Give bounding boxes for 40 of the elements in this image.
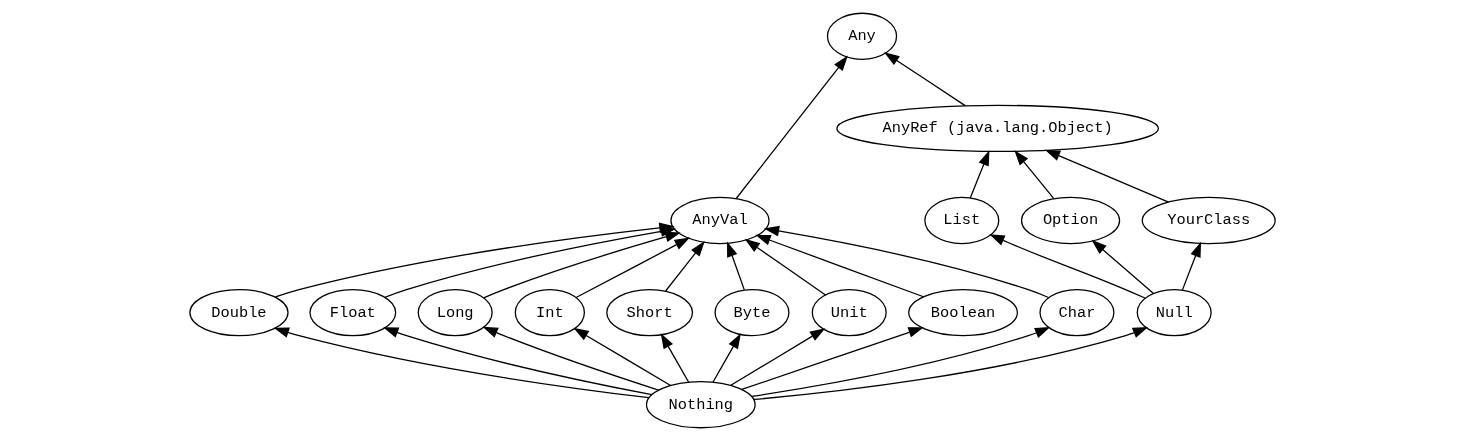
arrow [763,225,1050,299]
arrow [660,333,690,383]
arrow [384,226,677,298]
node-ellipse: List [924,196,1000,245]
arrow [1091,239,1154,294]
arrow [664,241,705,292]
node-ellipse: AnyRef (java.lang.Object) [836,104,1160,153]
arrow [744,238,827,296]
arrow [1014,150,1055,200]
arrow [273,327,650,399]
arrow [483,231,681,299]
arrow [727,241,745,291]
arrow [755,234,925,298]
arrow [482,326,660,391]
arrow [1044,149,1170,203]
node-ellipse: YourClass [1141,196,1276,245]
arrow [735,55,848,200]
node-ellipse: Null [1136,288,1212,337]
node-ellipse: Short [606,288,694,337]
arrow [573,327,672,387]
node-ellipse: Int [514,288,586,337]
node-ellipse: Unit [811,288,887,337]
arrow [575,237,690,299]
arrow [969,150,990,199]
arrow [741,327,924,391]
arrow [383,327,653,396]
arrow [884,52,966,107]
node-ellipse: Char [1039,288,1115,337]
node-ellipse: Nothing [645,381,756,429]
arrow [1181,241,1202,291]
arrow [989,234,1146,299]
node-ellipse: Option [1020,196,1121,245]
node-ellipse: Float [309,288,397,337]
node-ellipse: Byte [714,288,790,337]
arrow [730,328,826,386]
node-ellipse: Long [417,288,493,337]
node-ellipse: Any [826,12,898,60]
arrow [712,333,741,383]
arrow [750,327,1051,398]
arrow [753,327,1149,401]
